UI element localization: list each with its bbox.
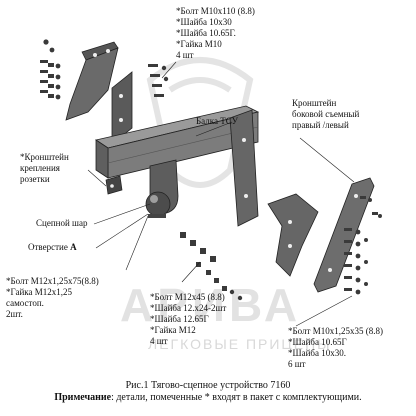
side-bracket-removable — [313, 177, 375, 293]
socket-bracket-label: *Кронштейн крепления розетки — [20, 152, 69, 184]
tow-ball-mount — [145, 159, 179, 218]
side-bracket-label: Кронштейн боковой съемный правый /левый — [292, 98, 360, 130]
right-fasteners-label: *Болт М10х1,25х35 (8.8) *Шайба 10.65Г *Ш… — [288, 326, 383, 369]
fasteners-center — [180, 232, 243, 301]
note: Примечание: детали, помеченные * входят … — [0, 392, 416, 403]
watermark-brand: АРИВА — [120, 279, 302, 331]
center-fasteners-label: *Болт М12х45 (8.8) *Шайба 12.х24-2шт *Ша… — [150, 292, 227, 346]
fasteners-far-right — [360, 196, 382, 218]
right-inner-bracket — [229, 109, 259, 227]
watermark-emblem — [146, 57, 254, 188]
ball-fasteners-label: *Болт М12х1,25х75(8.8) *Гайка М12х1,25 с… — [6, 276, 99, 319]
fasteners-right — [344, 228, 368, 295]
fasteners-left — [40, 39, 61, 100]
watermark-tagline: ЛЕГКОВЫЕ ПРИЦЕПЫ — [148, 336, 332, 352]
tow-ball-label: Сцепной шар — [36, 218, 88, 228]
top-fasteners-label: *Болт М10х110 (8.8) *Шайба 10х30 *Шайба … — [176, 6, 255, 60]
right-bracket-plate — [267, 193, 319, 277]
leader-lines — [87, 61, 355, 327]
tsu-beam-label: Балка ТСУ — [196, 116, 238, 126]
hole-a-label: Отверстие А — [28, 242, 77, 252]
left-bracket-plate — [65, 41, 119, 121]
left-inner-bracket — [111, 71, 133, 145]
figure-caption: Рис.1 Тягово-сцепное устройство 7160 — [125, 380, 291, 391]
socket-bracket-part — [105, 175, 123, 195]
tsu-beam — [95, 105, 260, 179]
note-text: : детали, помеченные * входят в пакет с … — [111, 392, 362, 403]
fasteners-top — [148, 64, 169, 97]
note-label: Примечание — [54, 392, 112, 403]
